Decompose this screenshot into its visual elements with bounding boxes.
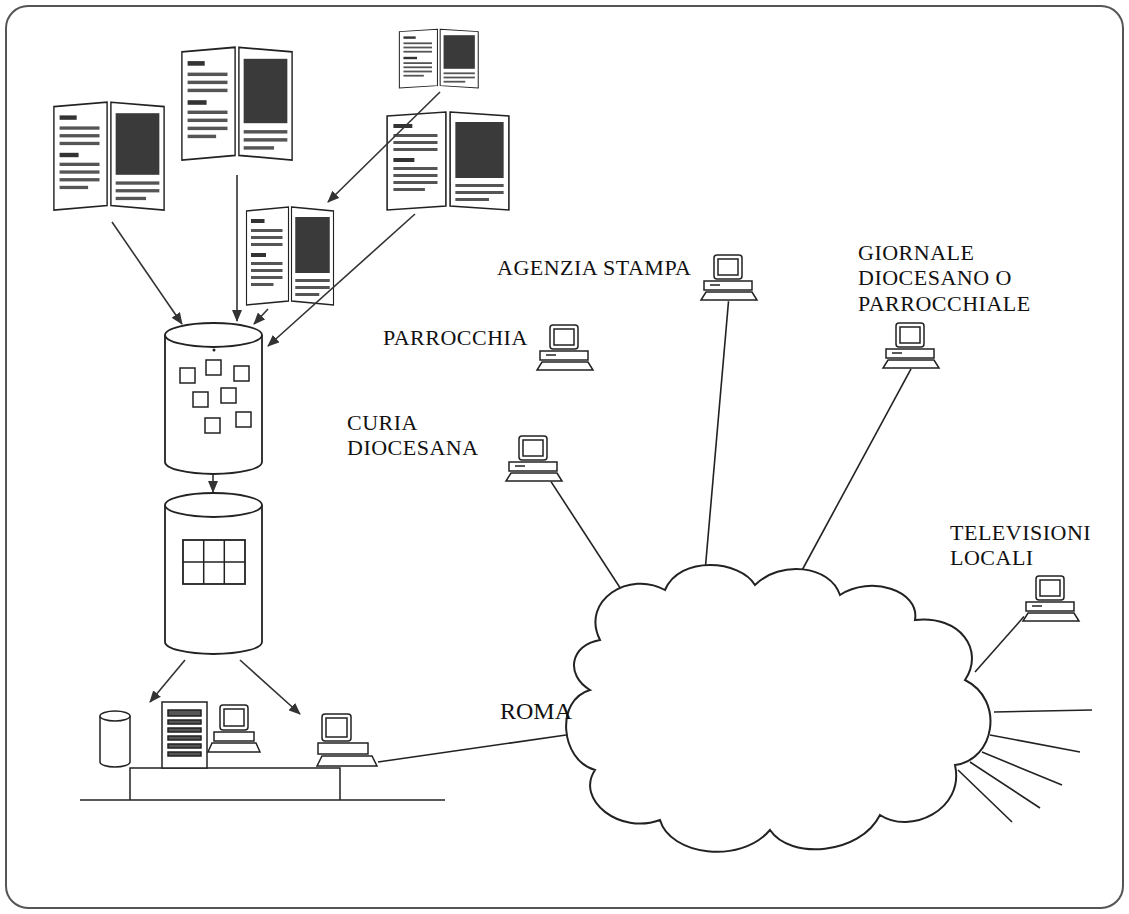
terminal-node: CURIA DIOCESANA (347, 410, 565, 483)
table-cylinder (165, 493, 262, 654)
server-station (80, 702, 445, 800)
documents (54, 29, 509, 305)
computer-icon (698, 254, 760, 302)
network-rays (958, 710, 1092, 822)
terminal-label: PARROCCHIA (383, 325, 528, 350)
computer-icon (503, 435, 565, 483)
terminal-node: GIORNALE DIOCESANO O PARROCCHIALE (858, 240, 1058, 370)
network-cloud (566, 565, 990, 852)
network-wire (975, 617, 1024, 672)
place-label: ROMA (500, 698, 572, 726)
terminal-label: AGENZIA STAMPA (497, 255, 692, 280)
terminal-node: PARROCCHIA (383, 325, 596, 372)
network-wire (800, 369, 911, 574)
computer-icon (534, 324, 596, 372)
terminal-node: TELEVISIONI LOCALI (950, 520, 1115, 623)
terminal-label: GIORNALE DIOCESANO O PARROCCHIALE (858, 240, 1058, 316)
frame (6, 6, 1123, 908)
network-wire (551, 482, 628, 600)
computer-icon (880, 322, 942, 370)
computer-icon (1020, 575, 1082, 623)
terminal-label: CURIA DIOCESANA (347, 410, 497, 461)
terminal-node: AGENZIA STAMPA (497, 255, 760, 302)
terminal-label: TELEVISIONI LOCALI (950, 520, 1115, 571)
flow-arrows (112, 92, 440, 714)
network-wire (705, 301, 729, 572)
database-cylinder (165, 323, 262, 474)
